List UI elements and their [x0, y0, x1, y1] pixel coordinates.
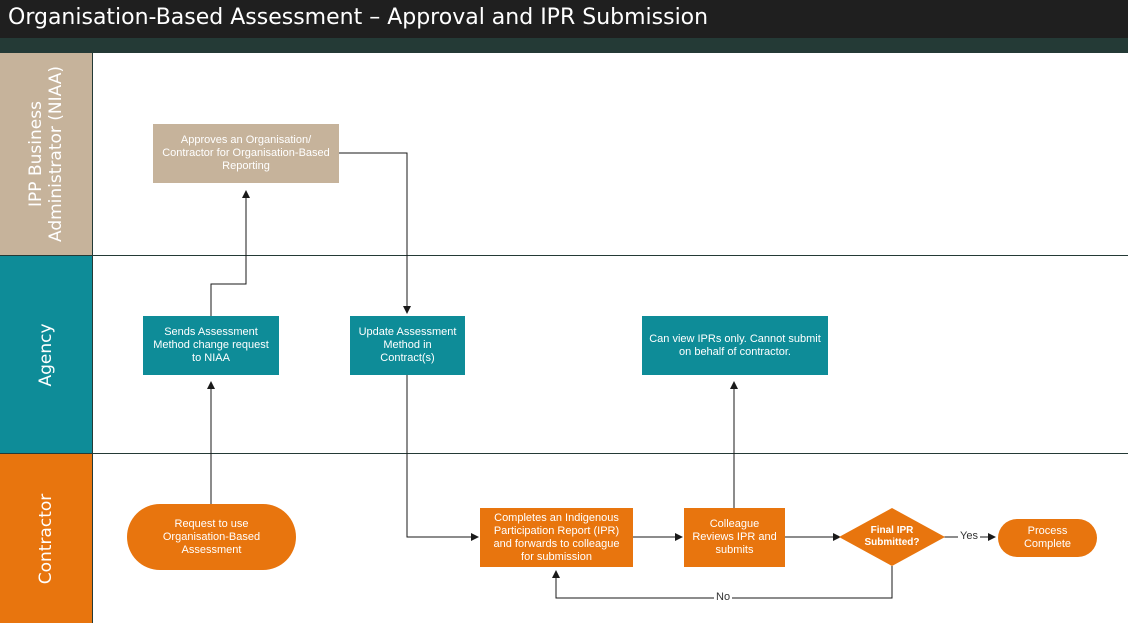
- lane-label-contractor: Contractor: [0, 454, 93, 623]
- colleague-reviews-box: Colleague Reviews IPR and submits: [684, 508, 785, 567]
- edge-update-to-complete: [406, 375, 479, 541]
- edge-label-yes: Yes: [958, 530, 980, 542]
- complete-ipr-box: Completes an Indigenous Participation Re…: [480, 508, 633, 567]
- request-pill: Request to use Organisation-Based Assess…: [127, 504, 296, 570]
- lane-contractor: Contractor: [0, 453, 1128, 623]
- lane-agency: Agency: [0, 255, 1128, 453]
- update-method-box: Update Assessment Method in Contract(s): [350, 316, 465, 375]
- decision-label: Final IPR Submitted?: [864, 525, 920, 548]
- edge-approve-to-update: [339, 152, 411, 314]
- page-title: Organisation-Based Assessment – Approval…: [8, 5, 709, 30]
- approve-organisation-box: Approves an Organisation/ Contractor for…: [153, 124, 339, 183]
- edge-label-no: No: [714, 591, 733, 603]
- lane-label-agency: Agency: [0, 256, 93, 453]
- decision-diamond: [839, 508, 945, 566]
- send-request-box: Sends Assessment Method change request t…: [143, 316, 279, 375]
- title-bar: Organisation-Based Assessment – Approval…: [0, 0, 1128, 52]
- view-iprs-box: Can view IPRs only. Cannot submit on beh…: [642, 316, 828, 375]
- process-complete-pill: Process Complete: [998, 519, 1097, 557]
- edge-send-to-approve: [210, 190, 250, 316]
